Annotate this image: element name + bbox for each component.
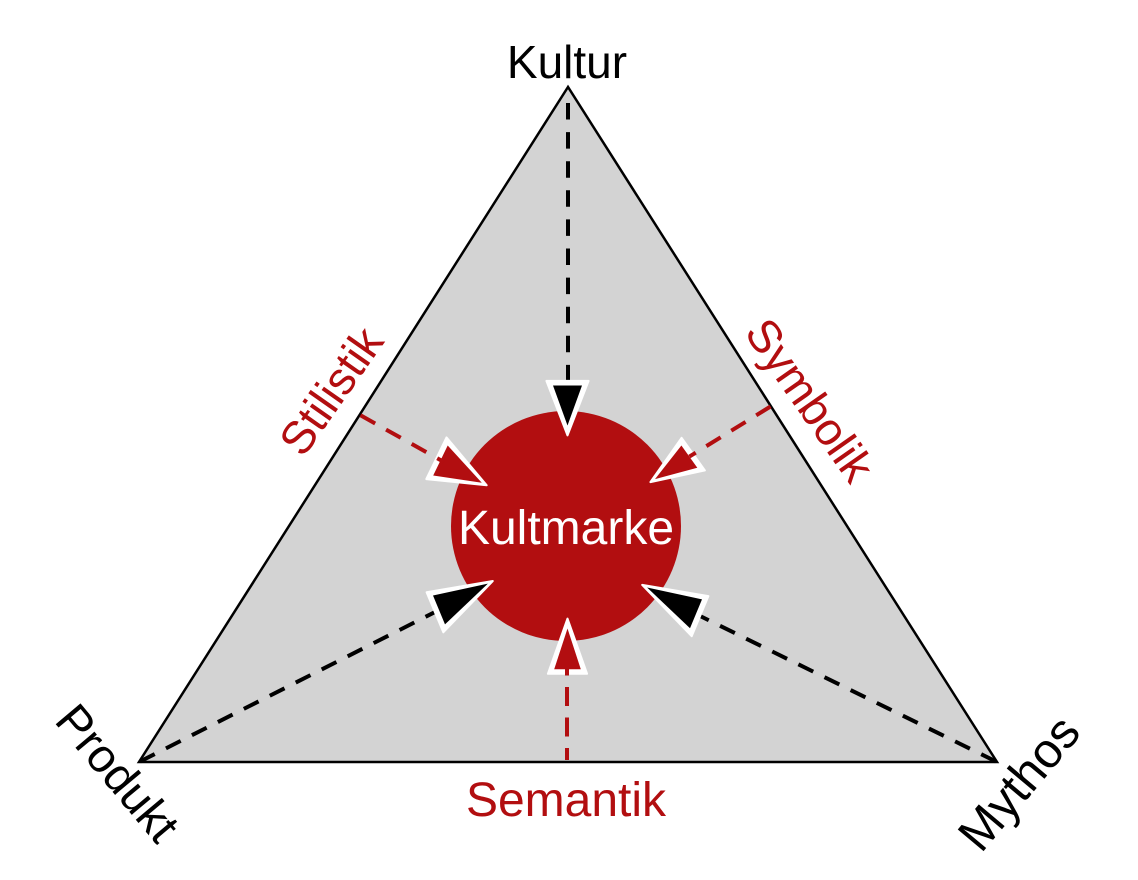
svg-text:Semantik: Semantik (466, 774, 667, 827)
svg-text:Kultur: Kultur (507, 36, 627, 88)
svg-text:Kultmarke: Kultmarke (458, 502, 674, 555)
